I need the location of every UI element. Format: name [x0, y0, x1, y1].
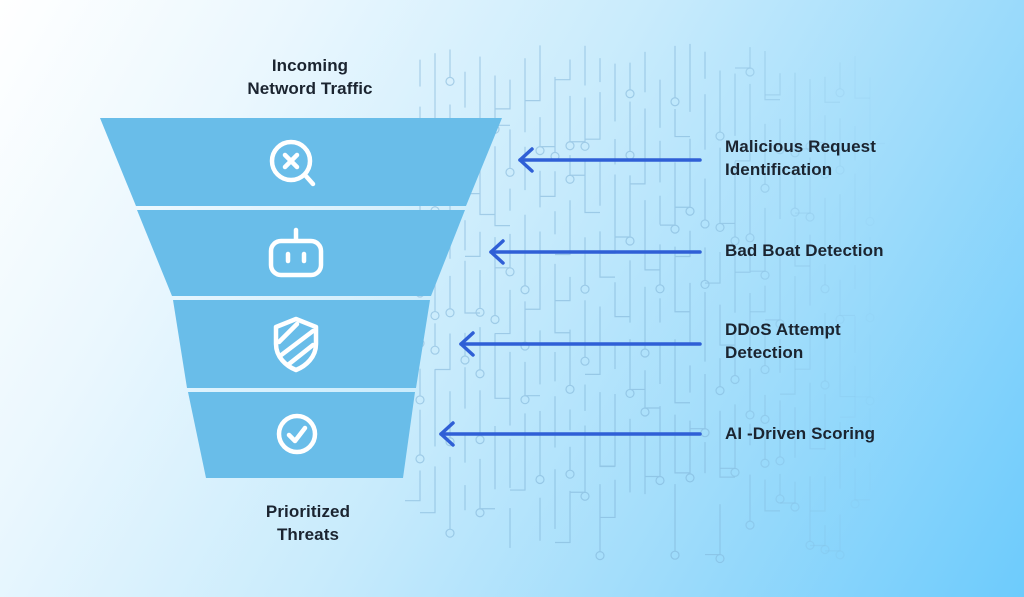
output-label-line: Prioritized: [265, 502, 351, 521]
output-label: Prioritized Threats: [208, 500, 408, 546]
input-label-line: Netword Traffic: [247, 79, 373, 98]
check-circle-icon: [276, 413, 318, 455]
stage-label-line: Detection: [725, 343, 804, 362]
shield-icon: [273, 316, 319, 373]
arrow-left-icon: [489, 239, 702, 265]
funnel-segment-2: [137, 210, 465, 296]
stage-label-line: AI -Driven Scoring: [725, 424, 876, 443]
search-x-icon: [269, 139, 316, 187]
bot-icon: [268, 227, 324, 278]
arrow-left-icon: [459, 331, 702, 357]
input-label-line: Incoming: [271, 56, 349, 75]
circuit-traces: [405, 43, 885, 564]
stage-label-line: DDoS Attempt: [725, 320, 841, 339]
stage-label-bad-bot: Bad Boat Detection: [725, 239, 884, 262]
funnel-segment-1: [100, 118, 502, 206]
stage-label-ai-scoring: AI -Driven Scoring: [725, 422, 875, 445]
stage-label-ddos: DDoS Attempt Detection: [725, 318, 841, 364]
stage-label-line: Identification: [725, 160, 833, 179]
input-label: Incoming Netword Traffic: [210, 54, 410, 100]
arrow-left-icon: [518, 147, 702, 173]
funnel-segment-3: [173, 300, 430, 388]
output-label-line: Threats: [276, 525, 340, 544]
stage-label-line: Malicious Request: [725, 137, 876, 156]
stage-label-malicious-request: Malicious Request Identification: [725, 135, 876, 181]
stage-label-line: Bad Boat Detection: [725, 241, 884, 260]
arrow-left-icon: [439, 421, 702, 447]
